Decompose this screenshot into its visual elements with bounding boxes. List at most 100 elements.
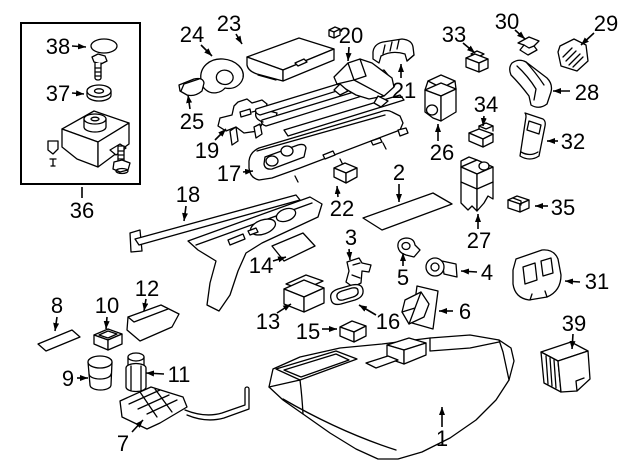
callout-number: 2 bbox=[393, 160, 405, 185]
kit-shifter-module bbox=[61, 110, 130, 168]
part-32-trim-plate bbox=[519, 112, 546, 160]
part-14-sheet bbox=[271, 232, 316, 262]
callout-arrow bbox=[142, 298, 149, 312]
callout-arrow bbox=[564, 278, 581, 285]
part-27-housing bbox=[460, 156, 494, 212]
callout-26: 26 bbox=[430, 124, 454, 165]
callout-number: 22 bbox=[330, 196, 354, 221]
callout-number: 10 bbox=[95, 293, 119, 318]
part-23-armrest-lid bbox=[246, 37, 335, 82]
callout-32: 32 bbox=[547, 129, 585, 154]
callout-11: 11 bbox=[145, 362, 191, 387]
part-9-cup-insert bbox=[87, 355, 113, 391]
part-26-switch-housing bbox=[424, 74, 457, 122]
callout-13: 13 bbox=[256, 303, 292, 334]
callout-arrow bbox=[569, 333, 576, 350]
callout-37: 37 bbox=[46, 81, 85, 106]
callout-number: 9 bbox=[62, 366, 74, 391]
callout-number: 31 bbox=[585, 269, 609, 294]
callout-16: 16 bbox=[358, 304, 400, 334]
callout-number: 27 bbox=[467, 228, 491, 253]
callout-2: 2 bbox=[393, 160, 405, 202]
part-11-canister bbox=[125, 352, 147, 393]
callout-arrow bbox=[131, 419, 144, 433]
callout-number: 3 bbox=[345, 225, 357, 250]
callout-34: 34 bbox=[474, 92, 498, 127]
callout-21: 21 bbox=[392, 64, 416, 103]
callout-28: 28 bbox=[553, 80, 599, 105]
callout-7: 7 bbox=[117, 419, 144, 456]
callout-arrow bbox=[53, 316, 60, 332]
hinge-pin bbox=[328, 26, 341, 39]
callout-number: 11 bbox=[168, 362, 191, 387]
callout-number: 8 bbox=[51, 293, 63, 318]
part-7-bracket-with-rod bbox=[119, 386, 250, 430]
part-20-slide-rails bbox=[254, 58, 405, 137]
callout-arrow bbox=[242, 168, 254, 175]
callout-8: 8 bbox=[51, 293, 63, 332]
callout-35: 35 bbox=[535, 195, 575, 220]
callout-number: 5 bbox=[397, 265, 409, 290]
kit-bolt-top bbox=[91, 53, 108, 81]
callout-arrow bbox=[276, 303, 292, 314]
callout-number: 14 bbox=[249, 253, 273, 278]
part-12-sheet bbox=[126, 304, 180, 342]
callout-number: 4 bbox=[481, 260, 493, 285]
callout-30: 30 bbox=[495, 9, 526, 40]
callout-33: 33 bbox=[442, 22, 476, 54]
callout-9: 9 bbox=[62, 366, 88, 391]
part-13-storage-box bbox=[283, 274, 325, 313]
callout-arrow bbox=[514, 29, 526, 40]
part-25-cap bbox=[178, 77, 205, 97]
part-37-grommet bbox=[86, 84, 112, 102]
callout-39: 39 bbox=[562, 311, 586, 350]
part-39-rear-module bbox=[540, 341, 591, 393]
callout-number: 33 bbox=[442, 22, 466, 47]
callout-number: 36 bbox=[70, 198, 94, 223]
part-8-strip bbox=[37, 329, 81, 352]
callout-arrow bbox=[71, 43, 87, 50]
callout-arrow bbox=[580, 32, 595, 46]
kit-bolt-right bbox=[112, 145, 131, 175]
callout-number: 7 bbox=[117, 431, 129, 456]
callout-arrow bbox=[460, 268, 478, 275]
callout-4: 4 bbox=[460, 260, 493, 285]
callout-38: 38 bbox=[46, 34, 87, 59]
callout-14: 14 bbox=[249, 253, 287, 278]
part-38-oring bbox=[90, 38, 118, 54]
callout-arrow bbox=[462, 42, 476, 54]
callout-5: 5 bbox=[397, 253, 409, 290]
callout-29: 29 bbox=[580, 11, 618, 46]
part-16-bezel-ring bbox=[330, 283, 364, 306]
part-22-switch-block bbox=[333, 162, 358, 184]
callout-number: 15 bbox=[296, 319, 320, 344]
part-35-connector bbox=[507, 195, 530, 213]
part-15-switch-block bbox=[339, 320, 367, 343]
callout-31: 31 bbox=[564, 269, 609, 294]
callout-arrow bbox=[235, 33, 243, 45]
part-33-connector bbox=[465, 50, 489, 73]
part-6-wedge-bracket bbox=[401, 285, 439, 330]
callout-3: 3 bbox=[345, 225, 357, 261]
part-29-damper-pad bbox=[557, 38, 589, 72]
callout-arrow bbox=[272, 256, 287, 263]
callout-arrow bbox=[346, 248, 353, 261]
callout-number: 16 bbox=[376, 309, 400, 334]
callout-number: 6 bbox=[459, 299, 471, 324]
callout-arrow bbox=[71, 90, 85, 97]
callout-number: 21 bbox=[392, 78, 416, 103]
callout-arrow bbox=[334, 185, 341, 198]
callout-number: 32 bbox=[561, 129, 585, 154]
callout-arrow bbox=[480, 115, 487, 127]
part-34-switch bbox=[468, 122, 494, 148]
callout-arrow bbox=[200, 44, 213, 57]
callout-17: 17 bbox=[217, 161, 254, 186]
part-2-protective-sheet bbox=[362, 192, 453, 231]
callout-19: 19 bbox=[195, 128, 227, 163]
callout-number: 34 bbox=[474, 92, 498, 117]
callout-18: 18 bbox=[176, 182, 200, 222]
callout-number: 25 bbox=[180, 109, 204, 134]
callout-number: 29 bbox=[594, 11, 618, 36]
